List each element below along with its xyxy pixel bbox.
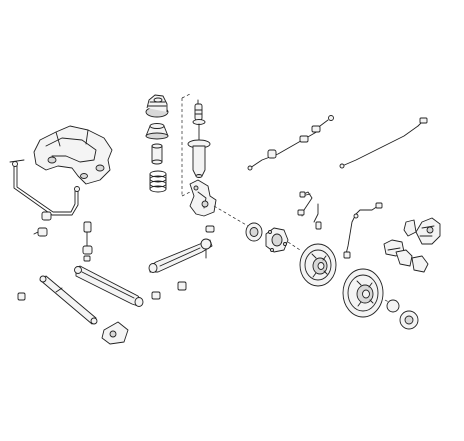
abs-sensor (343, 202, 383, 259)
stabilizer-bar (9, 159, 80, 216)
wheel-bearing (245, 222, 263, 242)
brake-disc-front (342, 268, 384, 318)
subframe (33, 125, 113, 185)
stabilizer-link (17, 221, 93, 301)
brake-hose (297, 191, 322, 230)
shock-absorber-front (187, 99, 211, 178)
tie-rod-link (148, 225, 215, 273)
wheel-hub (265, 227, 289, 253)
bump-stop (145, 123, 169, 140)
trailing-arm (101, 281, 187, 345)
shock-absorber-rear (39, 275, 98, 325)
brake-caliper (403, 217, 441, 245)
hub-cap (386, 299, 419, 330)
strut-top-mount (145, 94, 169, 118)
steering-knuckle (189, 179, 217, 217)
brake-pads (383, 239, 429, 273)
control-arm-long (74, 265, 144, 307)
handbrake-cable-left (247, 115, 334, 171)
brake-disc-rear (299, 243, 337, 287)
stabilizer-bushing (33, 211, 52, 237)
handbrake-cable-right (339, 117, 428, 169)
dust-boot (151, 143, 163, 165)
coil-spring (149, 170, 167, 193)
